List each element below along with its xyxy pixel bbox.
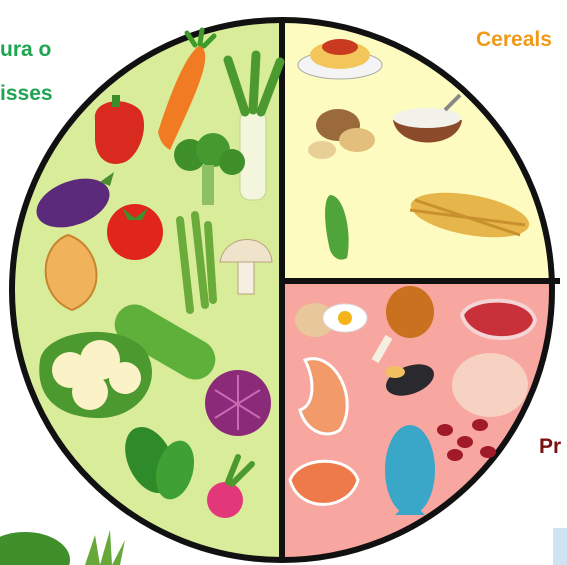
whole-chicken-icon bbox=[452, 353, 528, 417]
pineapple-leaves-icon bbox=[85, 530, 125, 565]
cereals-label: Cereals bbox=[476, 28, 552, 52]
proteins-label: Pr bbox=[539, 435, 561, 459]
vegetables-label-line1: ura o bbox=[0, 38, 51, 62]
cauliflower-icon bbox=[39, 332, 152, 418]
vegetables-label-line2: isses bbox=[0, 82, 53, 106]
tomato-icon bbox=[107, 204, 163, 260]
bottle-icon bbox=[553, 528, 567, 565]
melon-icon bbox=[0, 532, 70, 565]
red-cabbage-icon bbox=[205, 370, 271, 436]
fish-icon bbox=[385, 425, 435, 515]
